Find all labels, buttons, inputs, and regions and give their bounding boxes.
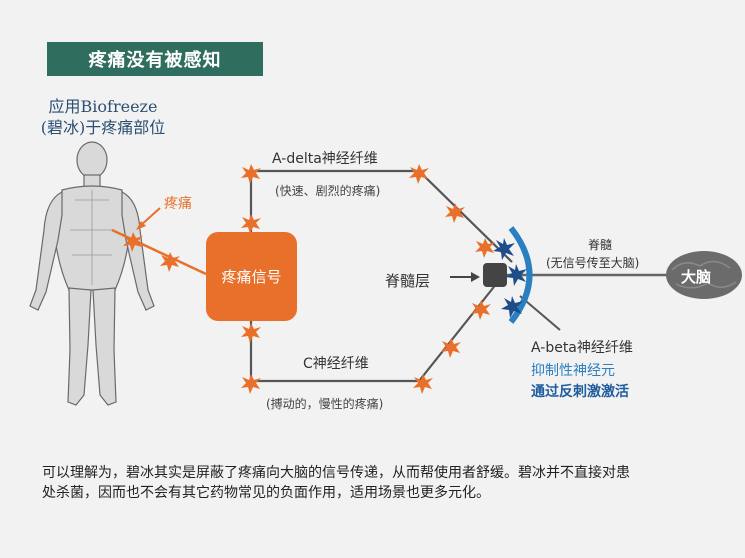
counter-stimulation-label: 通过反刺激激活 (531, 384, 629, 400)
a-delta-sub: (快速、剧烈的疼痛) (275, 184, 381, 198)
pain-star-icon (445, 203, 465, 223)
inhibition-burst-icon (505, 264, 527, 286)
a-delta-label: A-delta神经纤维 (272, 151, 378, 167)
inhibitory-neuron-label: 抑制性神经元 (531, 363, 615, 379)
explanation-paragraph: 可以理解为，碧冰其实是屏蔽了疼痛向大脑的信号传递，从而帮使用者舒缓。碧冰并不直接… (42, 465, 630, 501)
pain-star-icon (413, 374, 433, 394)
page-title: 疼痛没有被感知 (47, 42, 263, 76)
apply-label-line: (碧冰)于疼痛部位 (40, 118, 166, 137)
pain-star-icon (471, 300, 491, 320)
pain-stars (123, 164, 495, 394)
pain-star-icon (441, 338, 461, 358)
inhibition-burst-icon (501, 296, 523, 318)
pain-star-icon (241, 214, 261, 234)
pain-star-icon (123, 232, 143, 252)
pain-star-icon (160, 252, 180, 272)
inhibition-burst-icon (493, 238, 515, 260)
pain-pointer-line (139, 207, 161, 227)
a-beta-label: A-beta神经纤维 (531, 340, 633, 356)
c-fiber-path (249, 282, 498, 383)
c-fiber-sub: (搏动的，慢性的疼痛) (266, 397, 384, 411)
pain-star-icon (241, 164, 261, 184)
a-delta-path (249, 169, 513, 263)
pain-pointer-arrow-icon (136, 221, 146, 230)
inhibitory-bursts (493, 238, 527, 318)
pain-star-icon (241, 323, 261, 343)
apply-label-line: 应用Biofreeze (48, 97, 158, 116)
apply-label: 应用Biofreeze (碧冰)于疼痛部位 (28, 96, 178, 138)
c-fiber-label: C神经纤维 (303, 356, 369, 372)
brain-label: 大脑 (681, 268, 712, 286)
pain-star-icon (241, 374, 261, 394)
dorsal-horn-label: 脊髓层 (385, 272, 431, 290)
dorsal-arrow-icon (471, 272, 480, 282)
brain-icon (666, 251, 742, 299)
human-figure-icon (29, 141, 155, 406)
dorsal-horn-block (483, 263, 507, 287)
spinal-cord-sub: (无信号传至大脑) (546, 256, 640, 270)
pain-star-icon (409, 164, 429, 184)
pain-label: 疼痛 (164, 196, 192, 212)
spinal-cord-label: 脊髓 (588, 238, 613, 252)
pain-signal-box: 疼痛信号 (206, 232, 297, 321)
pain-star-icon (475, 238, 495, 258)
